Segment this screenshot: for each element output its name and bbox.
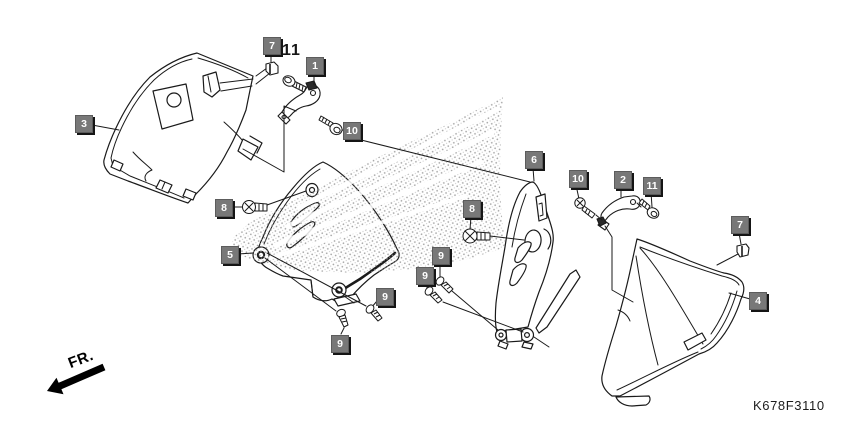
part-4-side-cowl <box>601 238 745 407</box>
screw-8-right <box>462 228 491 244</box>
callout-7-right[interactable]: 7 <box>731 216 749 234</box>
bolt-10-top <box>318 115 343 136</box>
callout-6[interactable]: 6 <box>525 151 543 169</box>
bolt-11-top <box>282 75 307 93</box>
callout-8-right[interactable]: 8 <box>463 200 481 218</box>
callout-9-right-a[interactable]: 9 <box>432 247 450 265</box>
callout-1[interactable]: 1 <box>306 57 324 75</box>
callout-9-mid-b[interactable]: 9 <box>331 335 349 353</box>
screw-9-a <box>336 308 349 328</box>
bolt-10-right <box>574 197 596 219</box>
part-6-inner-cowl <box>494 181 581 350</box>
callout-11-plain: 11 <box>282 42 301 59</box>
callout-10-right[interactable]: 10 <box>569 170 587 188</box>
leader-lines <box>91 53 751 348</box>
screw-9-c <box>435 276 454 294</box>
wing-watermark <box>232 97 506 273</box>
callout-3[interactable]: 3 <box>75 115 93 133</box>
screw-9-b <box>365 304 383 322</box>
callout-2[interactable]: 2 <box>614 171 632 189</box>
callout-9-right-b[interactable]: 9 <box>416 267 434 285</box>
callout-11-right[interactable]: 11 <box>643 177 661 195</box>
clip-7-right <box>736 243 750 258</box>
screw-8-left <box>242 200 268 214</box>
part-2-stay-bracket <box>596 195 641 231</box>
callout-5[interactable]: 5 <box>221 246 239 264</box>
front-direction-arrow <box>47 363 106 395</box>
bolt-11-right <box>638 198 660 219</box>
part-3-front-cowl <box>103 52 263 204</box>
callout-10-top[interactable]: 10 <box>343 122 361 140</box>
callout-7-top[interactable]: 7 <box>263 37 281 55</box>
screw-9-d <box>424 286 443 304</box>
callout-8-left[interactable]: 8 <box>215 199 233 217</box>
callout-4[interactable]: 4 <box>749 292 767 310</box>
callout-9-mid-a[interactable]: 9 <box>376 288 394 306</box>
diagram-code: K678F3110 <box>753 398 825 413</box>
clip-7-left <box>265 61 279 76</box>
